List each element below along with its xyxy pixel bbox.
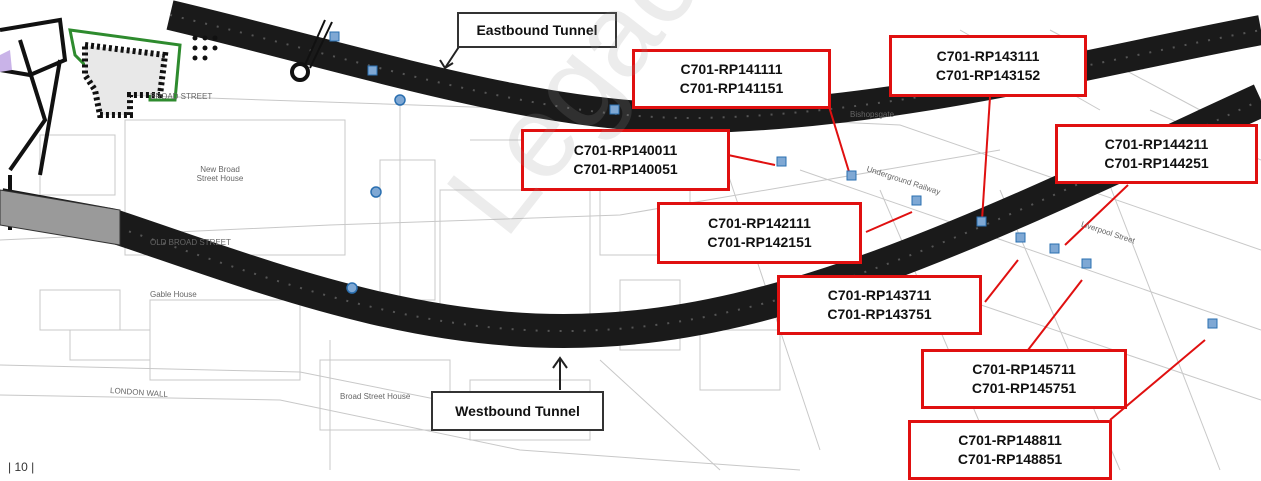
shaft-marker-icon: [290, 62, 310, 82]
callout-rp143111: C701-RP143111 C701-RP143152: [889, 35, 1087, 97]
callout-line-1: C701-RP145711: [972, 361, 1076, 377]
map-label-gable-house: Gable House: [150, 290, 197, 299]
dot-cluster: [192, 35, 218, 61]
map-label-bishopsgate: Bishopsgate: [850, 110, 895, 119]
callout-line-1: C701-RP142111: [708, 215, 811, 231]
page-number: | 10 |: [8, 460, 35, 474]
callout-line-2: C701-RP148851: [957, 451, 1063, 467]
westbound-tunnel: [0, 84, 1261, 348]
map-label-old-broad-street: OLD BROAD STREET: [150, 238, 231, 247]
callout-line-2: C701-RP142151: [707, 234, 812, 250]
callout-line-1: C701-RP143111: [936, 48, 1040, 64]
callout-line-1: C701-RP140011: [573, 142, 678, 158]
westbound-tunnel-label: Westbound Tunnel: [431, 391, 604, 431]
callout-line-2: C701-RP140051: [573, 161, 678, 177]
callout-rp148811: C701-RP148811 C701-RP148851: [908, 420, 1112, 480]
callout-rp144211: C701-RP144211 C701-RP144251: [1055, 124, 1258, 184]
purple-fragment: [0, 50, 12, 72]
callout-line-1: C701-RP144211: [1104, 136, 1209, 152]
eastbound-tunnel-rings: [169, 14, 1261, 120]
callout-line-1: C701-RP141111: [680, 61, 783, 77]
map-label-broad-street-house: Broad Street House: [340, 392, 411, 401]
callout-rp141111: C701-RP141111 C701-RP141151: [632, 49, 831, 109]
callout-line-1: C701-RP148811: [958, 432, 1062, 448]
eastbound-tunnel-label: Eastbound Tunnel: [457, 12, 617, 48]
callout-rp140011: C701-RP140011 C701-RP140051: [521, 129, 730, 191]
callout-rp143711: C701-RP143711 C701-RP143751: [777, 275, 982, 335]
borehole-markers: [346, 94, 406, 294]
tunnel-portal: [0, 189, 121, 246]
callout-line-2: C701-RP145751: [971, 380, 1077, 396]
callout-rp145711: C701-RP145711 C701-RP145751: [921, 349, 1127, 409]
map-label-broad-street: BROAD STREET: [150, 92, 213, 101]
callout-line-2: C701-RP143751: [827, 306, 932, 322]
dotted-site-area: [82, 41, 169, 118]
callout-line-1: C701-RP143711: [827, 287, 932, 303]
survey-markers: [329, 31, 1218, 329]
callout-rp142111: C701-RP142111 C701-RP142151: [657, 202, 862, 264]
callout-line-2: C701-RP143152: [935, 67, 1041, 83]
callout-line-2: C701-RP141151: [679, 80, 784, 96]
callout-line-2: C701-RP144251: [1104, 155, 1209, 171]
map-label-new-broad-street-house: New Broad Street House: [196, 165, 244, 183]
